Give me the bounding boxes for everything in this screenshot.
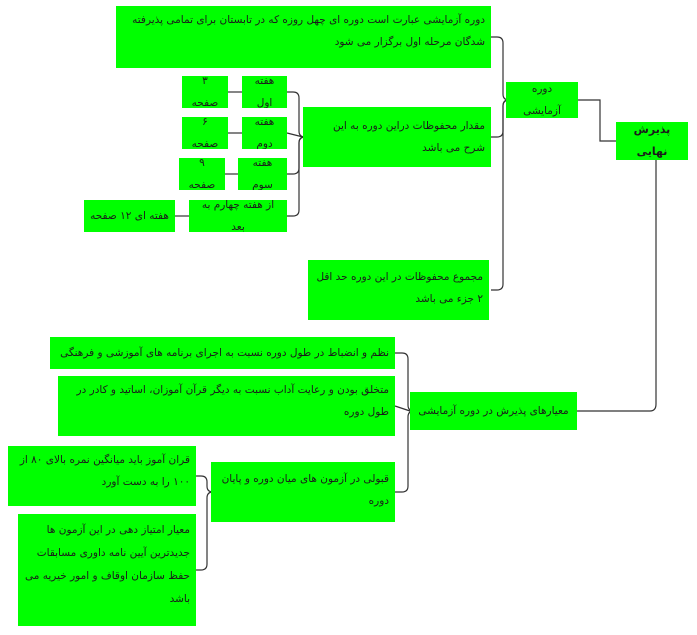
node-week-2-pages[interactable]: ۶ صفحه	[182, 117, 228, 149]
criteria-connector-1	[394, 405, 411, 412]
node-exams[interactable]: قبولی در آزمون های میان دوره و پایان دور…	[211, 462, 395, 522]
node-trial-definition[interactable]: دوره آزمایشی عبارت است دوره ای چهل روزه …	[116, 6, 491, 68]
node-week-3-pages[interactable]: ۹ صفحه	[179, 158, 225, 190]
node-discipline[interactable]: نظم و انضباط در طول دوره نسبت به اجرای ب…	[50, 337, 395, 369]
node-total-memorization[interactable]: مجموع محفوظات در این دوره حد اقل ۲ جزء م…	[308, 260, 489, 320]
exams-connector-1	[196, 491, 214, 571]
node-week-4-pages[interactable]: هفته ای ۱۲ صفحه	[84, 200, 175, 232]
root-to-trial-connector	[578, 99, 616, 142]
node-exam-average[interactable]: قران آموز باید میانگین نمره بالای ۸۰ از …	[8, 446, 196, 506]
trial-connector-2	[491, 99, 510, 291]
weeks-connector-1	[286, 132, 304, 138]
node-week-2[interactable]: هفته دوم	[242, 117, 287, 149]
weeks-connector-3	[287, 136, 306, 217]
node-memorization-amount[interactable]: مقدار محفوظات دراین دوره به این شرح می ب…	[303, 107, 491, 167]
node-acceptance-criteria[interactable]: معیارهای پذیرش در دوره آزمایشی	[410, 392, 577, 430]
root-to-criteria-connector	[577, 140, 657, 412]
node-week-4[interactable]: از هفته چهارم به بعد	[189, 200, 287, 232]
node-exam-scoring[interactable]: معیار امتیاز دهی در این آزمون ها جدیدتری…	[18, 514, 196, 626]
node-root[interactable]: پذیرش نهایی	[616, 122, 688, 160]
node-week-1[interactable]: هفته اول	[242, 76, 287, 108]
node-ethics[interactable]: متخلق بودن و رعایت آداب نسبت به دیگر قرآ…	[58, 376, 395, 436]
node-week-1-pages[interactable]: ۳ صفحه	[182, 76, 228, 108]
node-week-3[interactable]: هفته سوم	[238, 158, 287, 190]
exams-connector-0	[196, 475, 214, 493]
node-trial-period[interactable]: دوره آزمایشی	[506, 82, 578, 118]
